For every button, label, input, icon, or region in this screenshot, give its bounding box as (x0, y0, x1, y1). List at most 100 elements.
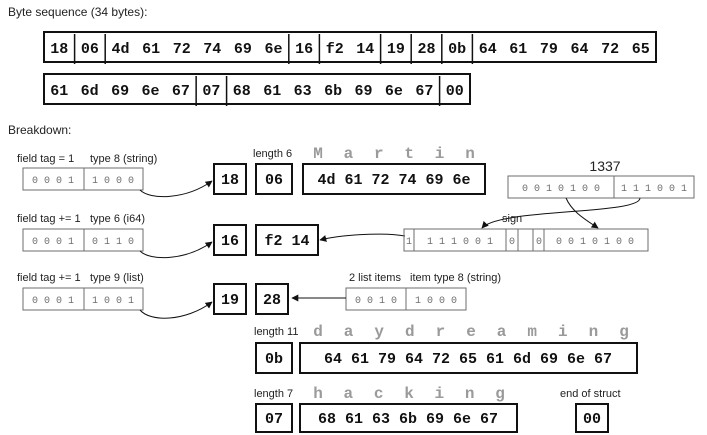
ghost-letter: a (344, 385, 354, 403)
byte-cell: 14 (356, 41, 374, 58)
field2-header-byte: 16 (221, 233, 239, 250)
item2-value-bytes: 68 61 63 6b 69 6e 67 (318, 411, 498, 428)
byte-cell: 65 (632, 41, 650, 58)
field2-encoded-bit-zero: 0 (509, 237, 515, 248)
byte-cell: 67 (172, 83, 190, 100)
field2-sign-label: sign (502, 213, 522, 225)
byte-cell: 4d (111, 41, 129, 58)
field2-number: 1337 (589, 158, 620, 174)
ghost-letter: r (436, 323, 446, 341)
ghost-letter: M (313, 145, 323, 163)
field2-encoded-bits-b: 0 0 1 0 1 0 0 (556, 237, 634, 248)
byte-cell: 69 (234, 41, 252, 58)
ghost-letter: d (313, 323, 323, 341)
byte-cell: 18 (50, 41, 68, 58)
ghost-letter: g (495, 385, 505, 403)
field2-type-label: type 6 (i64) (90, 213, 145, 225)
item2-length-box (255, 403, 293, 433)
byte-cell: 69 (111, 83, 129, 100)
field1-type-label: type 8 (string) (90, 153, 157, 165)
field2-encoded-bit-second: 0 (536, 237, 542, 248)
byte-cell: 72 (601, 41, 619, 58)
item1-value-box (299, 342, 638, 374)
field1-header-arrow (139, 180, 213, 198)
field2-tag-label: field tag += 1 (17, 213, 81, 225)
ghost-letter: a (497, 323, 507, 341)
ghost-letter: d (405, 323, 415, 341)
byte-cell: 28 (417, 41, 435, 58)
item2-value-box (299, 403, 518, 433)
ghost-letter: a (344, 145, 354, 163)
field2-number-bits-b: 1 1 1 0 0 1 (621, 184, 687, 195)
byte-cell: 61 (509, 41, 527, 58)
ghost-letter: i (435, 385, 445, 403)
item2-length-byte: 07 (265, 411, 283, 428)
field3-items-bits: 0 0 1 0 (355, 296, 397, 307)
ghost-letter: m (527, 323, 537, 341)
field3-tag-bits: 0 0 0 1 (32, 296, 74, 307)
byte-cell: 6e (264, 41, 282, 58)
byte-cell: 61 (263, 83, 281, 100)
ghost-letter: e (466, 323, 476, 341)
field3-item-type-bits: 1 0 0 0 (415, 296, 457, 307)
item1-length-label: length 11 (254, 326, 298, 338)
end-of-struct-box (575, 403, 609, 433)
byte-cell: 61 (142, 41, 160, 58)
ghost-letter: a (344, 323, 354, 341)
ghost-letter: t (404, 145, 414, 163)
field2-low-bits-arrow (565, 197, 599, 229)
field1-length-box (255, 163, 293, 195)
ghost-letter: n (465, 385, 475, 403)
byte-cell: 61 (50, 83, 68, 100)
field3-type-label: type 9 (list) (90, 272, 144, 284)
byte-cell: 79 (540, 41, 558, 58)
field3-tag-label: field tag += 1 (17, 272, 81, 284)
byte-cell: 74 (203, 41, 221, 58)
field2-encoded-bits-box (403, 228, 649, 252)
field3-items-label: 2 list items (349, 272, 401, 284)
ghost-letter: r (374, 145, 384, 163)
ghost-letter: i (558, 323, 568, 341)
byte-sequence-title: Byte sequence (34 bytes): (8, 5, 147, 19)
byte-cell: 0b (448, 41, 466, 58)
byte-cell: 63 (294, 83, 312, 100)
byte-cell: 00 (446, 83, 464, 100)
field1-value-box (302, 163, 486, 195)
byte-cell: 69 (355, 83, 373, 100)
byte-cell: 64 (479, 41, 497, 58)
ghost-letter: y (374, 323, 384, 341)
end-of-struct-byte: 00 (583, 411, 601, 428)
field1-header-box (213, 163, 247, 195)
field2-value-bytes: f2 14 (264, 233, 309, 250)
field1-length-label: length 6 (253, 148, 292, 160)
field2-varint-arrow (319, 233, 406, 242)
field1-tag-label: field tag = 1 (17, 153, 74, 165)
ghost-letter: n (589, 323, 599, 341)
ghost-letter: i (435, 145, 445, 163)
field1-type-bits: 1 0 0 0 (92, 176, 134, 187)
field3-type-bits: 1 0 0 1 (92, 296, 134, 307)
field2-tag-bits: 0 0 0 1 (32, 237, 74, 248)
field2-encoded-bit-first: 1 (406, 237, 412, 248)
ghost-letter: c (374, 385, 384, 403)
field3-item-type-label: item type 8 (string) (410, 272, 501, 284)
byte-cell: 6b (324, 83, 342, 100)
byte-cell: f2 (326, 41, 344, 58)
item1-length-byte: 0b (265, 351, 283, 368)
field3-bits-box (22, 287, 144, 311)
field1-bits-box (22, 167, 144, 191)
field3-list-header-box (255, 283, 289, 315)
field2-header-arrow (139, 241, 213, 259)
field3-header-arrow (139, 301, 213, 319)
ghost-letter: g (619, 323, 629, 341)
byte-cell: 6e (141, 83, 159, 100)
field3-header-box (213, 283, 247, 315)
byte-cell: 6d (81, 83, 99, 100)
field1-length-byte: 06 (265, 172, 283, 189)
byte-cell: 06 (81, 41, 99, 58)
byte-cell: 19 (387, 41, 405, 58)
